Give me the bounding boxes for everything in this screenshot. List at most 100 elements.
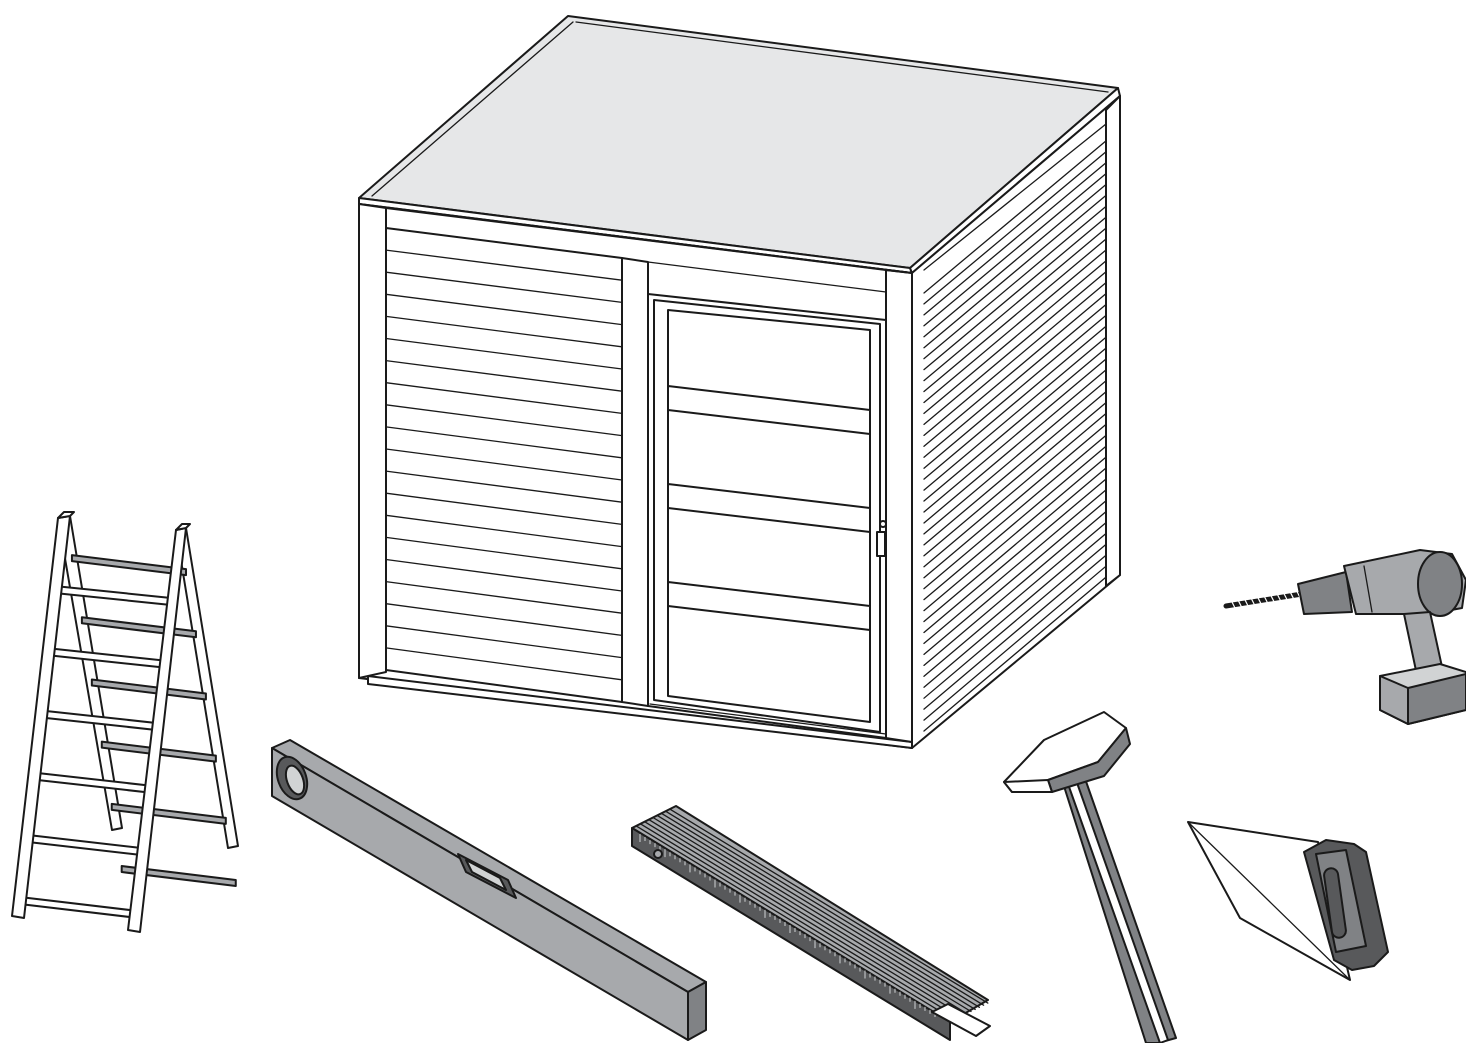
side-board-line xyxy=(923,249,1107,404)
side-board-line xyxy=(923,162,1107,316)
side-board-line xyxy=(923,227,1107,382)
side-board-line xyxy=(923,456,1107,612)
front-board-line xyxy=(385,647,623,681)
hammer-icon xyxy=(1003,711,1177,1043)
side-board-line xyxy=(923,554,1107,710)
side-board-line xyxy=(923,358,1107,513)
ladder-icon xyxy=(11,511,239,933)
rule-segment-line xyxy=(635,825,955,1021)
side-board-line xyxy=(923,314,1107,469)
side-board-line xyxy=(923,303,1107,458)
side-board-line xyxy=(923,565,1107,721)
front-board-line xyxy=(385,470,623,503)
front-board-line xyxy=(385,448,623,481)
side-board-line xyxy=(923,238,1107,393)
side-board-line xyxy=(923,445,1107,601)
side-board-line xyxy=(923,347,1107,502)
drill-bit-flute xyxy=(1276,594,1282,601)
drill-bit-flute xyxy=(1283,593,1288,600)
drill-bit-flute xyxy=(1270,595,1275,602)
front-board-line xyxy=(385,404,623,437)
ladder-back-rung xyxy=(120,865,237,888)
side-board-line xyxy=(923,511,1107,666)
side-board-line xyxy=(923,151,1107,305)
side-board-line xyxy=(923,282,1107,436)
front-board-line xyxy=(385,271,623,304)
drill-bit-flute xyxy=(1237,600,1243,608)
side-board-line xyxy=(923,391,1107,546)
shed-corner-post-right xyxy=(885,269,913,743)
front-board-line xyxy=(385,249,623,281)
front-board-line xyxy=(385,382,623,415)
shed-side-wall xyxy=(911,95,1121,749)
front-board-line xyxy=(385,293,623,326)
spirit-level-icon xyxy=(271,739,707,1041)
ladder-rung xyxy=(47,647,167,669)
shed-middle-post xyxy=(621,257,649,707)
side-board-line xyxy=(923,423,1107,579)
side-board-line xyxy=(923,434,1107,590)
rule-segment-line xyxy=(664,810,985,1006)
cordless-drill-icon xyxy=(1223,549,1466,725)
drill-bit-flute xyxy=(1250,598,1256,606)
rule-segment-line xyxy=(643,821,964,1017)
front-board-line xyxy=(385,603,623,637)
ladder-rung xyxy=(26,833,145,857)
front-board-line xyxy=(385,625,623,659)
ladder-back-rung xyxy=(70,554,188,577)
rule-segment-line xyxy=(652,816,972,1013)
side-board-line xyxy=(923,412,1107,568)
front-board-line xyxy=(385,514,623,548)
side-board-line xyxy=(923,478,1107,634)
ladder-back-rung xyxy=(80,616,197,639)
front-board-line xyxy=(385,426,623,459)
front-board-line xyxy=(385,492,623,526)
drill-bit-flute xyxy=(1257,597,1262,605)
rule-segment-line xyxy=(669,808,989,1004)
side-board-line xyxy=(923,260,1107,415)
side-board-line xyxy=(923,401,1107,557)
door-lock xyxy=(879,520,887,528)
folding-rule-icon xyxy=(631,805,991,1041)
rule-segment-line xyxy=(639,823,960,1019)
hand-saw-icon xyxy=(1187,821,1389,981)
side-board-line xyxy=(923,489,1107,645)
side-board-line xyxy=(923,543,1107,699)
rule-segment-line xyxy=(660,812,981,1008)
side-board-line xyxy=(923,500,1107,656)
shed-door[interactable] xyxy=(647,293,887,739)
front-board-line xyxy=(385,536,623,570)
side-board-line xyxy=(923,467,1107,623)
ladder-rung xyxy=(33,771,152,794)
side-board-line xyxy=(923,380,1107,535)
rule-segment-line xyxy=(648,818,968,1015)
ladder-back-rung xyxy=(110,802,227,825)
side-board-line xyxy=(923,521,1107,677)
drill-bit-flute xyxy=(1244,599,1249,607)
side-board-line xyxy=(923,271,1107,426)
side-board-line xyxy=(923,194,1107,349)
drill-bit-flute xyxy=(1263,596,1269,604)
side-board-line xyxy=(923,576,1107,732)
ladder-rung xyxy=(18,896,137,919)
drill-bit-flute xyxy=(1289,592,1295,599)
side-board-line xyxy=(923,205,1107,360)
drill-bit-flute xyxy=(1231,601,1236,609)
side-board-line xyxy=(923,369,1107,524)
side-board-line xyxy=(923,292,1107,447)
shed-corner-post-left xyxy=(358,203,387,679)
side-board-line xyxy=(923,325,1107,480)
side-board-line xyxy=(923,172,1107,327)
shed-roof xyxy=(358,15,1121,274)
ladder-back-rung xyxy=(90,678,207,701)
side-board-line xyxy=(923,216,1107,371)
shed-front-boards xyxy=(385,227,623,703)
side-board-line xyxy=(923,336,1107,491)
rule-segment-line xyxy=(656,814,976,1011)
front-board-line xyxy=(385,580,623,614)
front-board-line xyxy=(385,337,623,370)
door-handle[interactable] xyxy=(876,531,886,557)
side-board-line xyxy=(923,532,1107,688)
